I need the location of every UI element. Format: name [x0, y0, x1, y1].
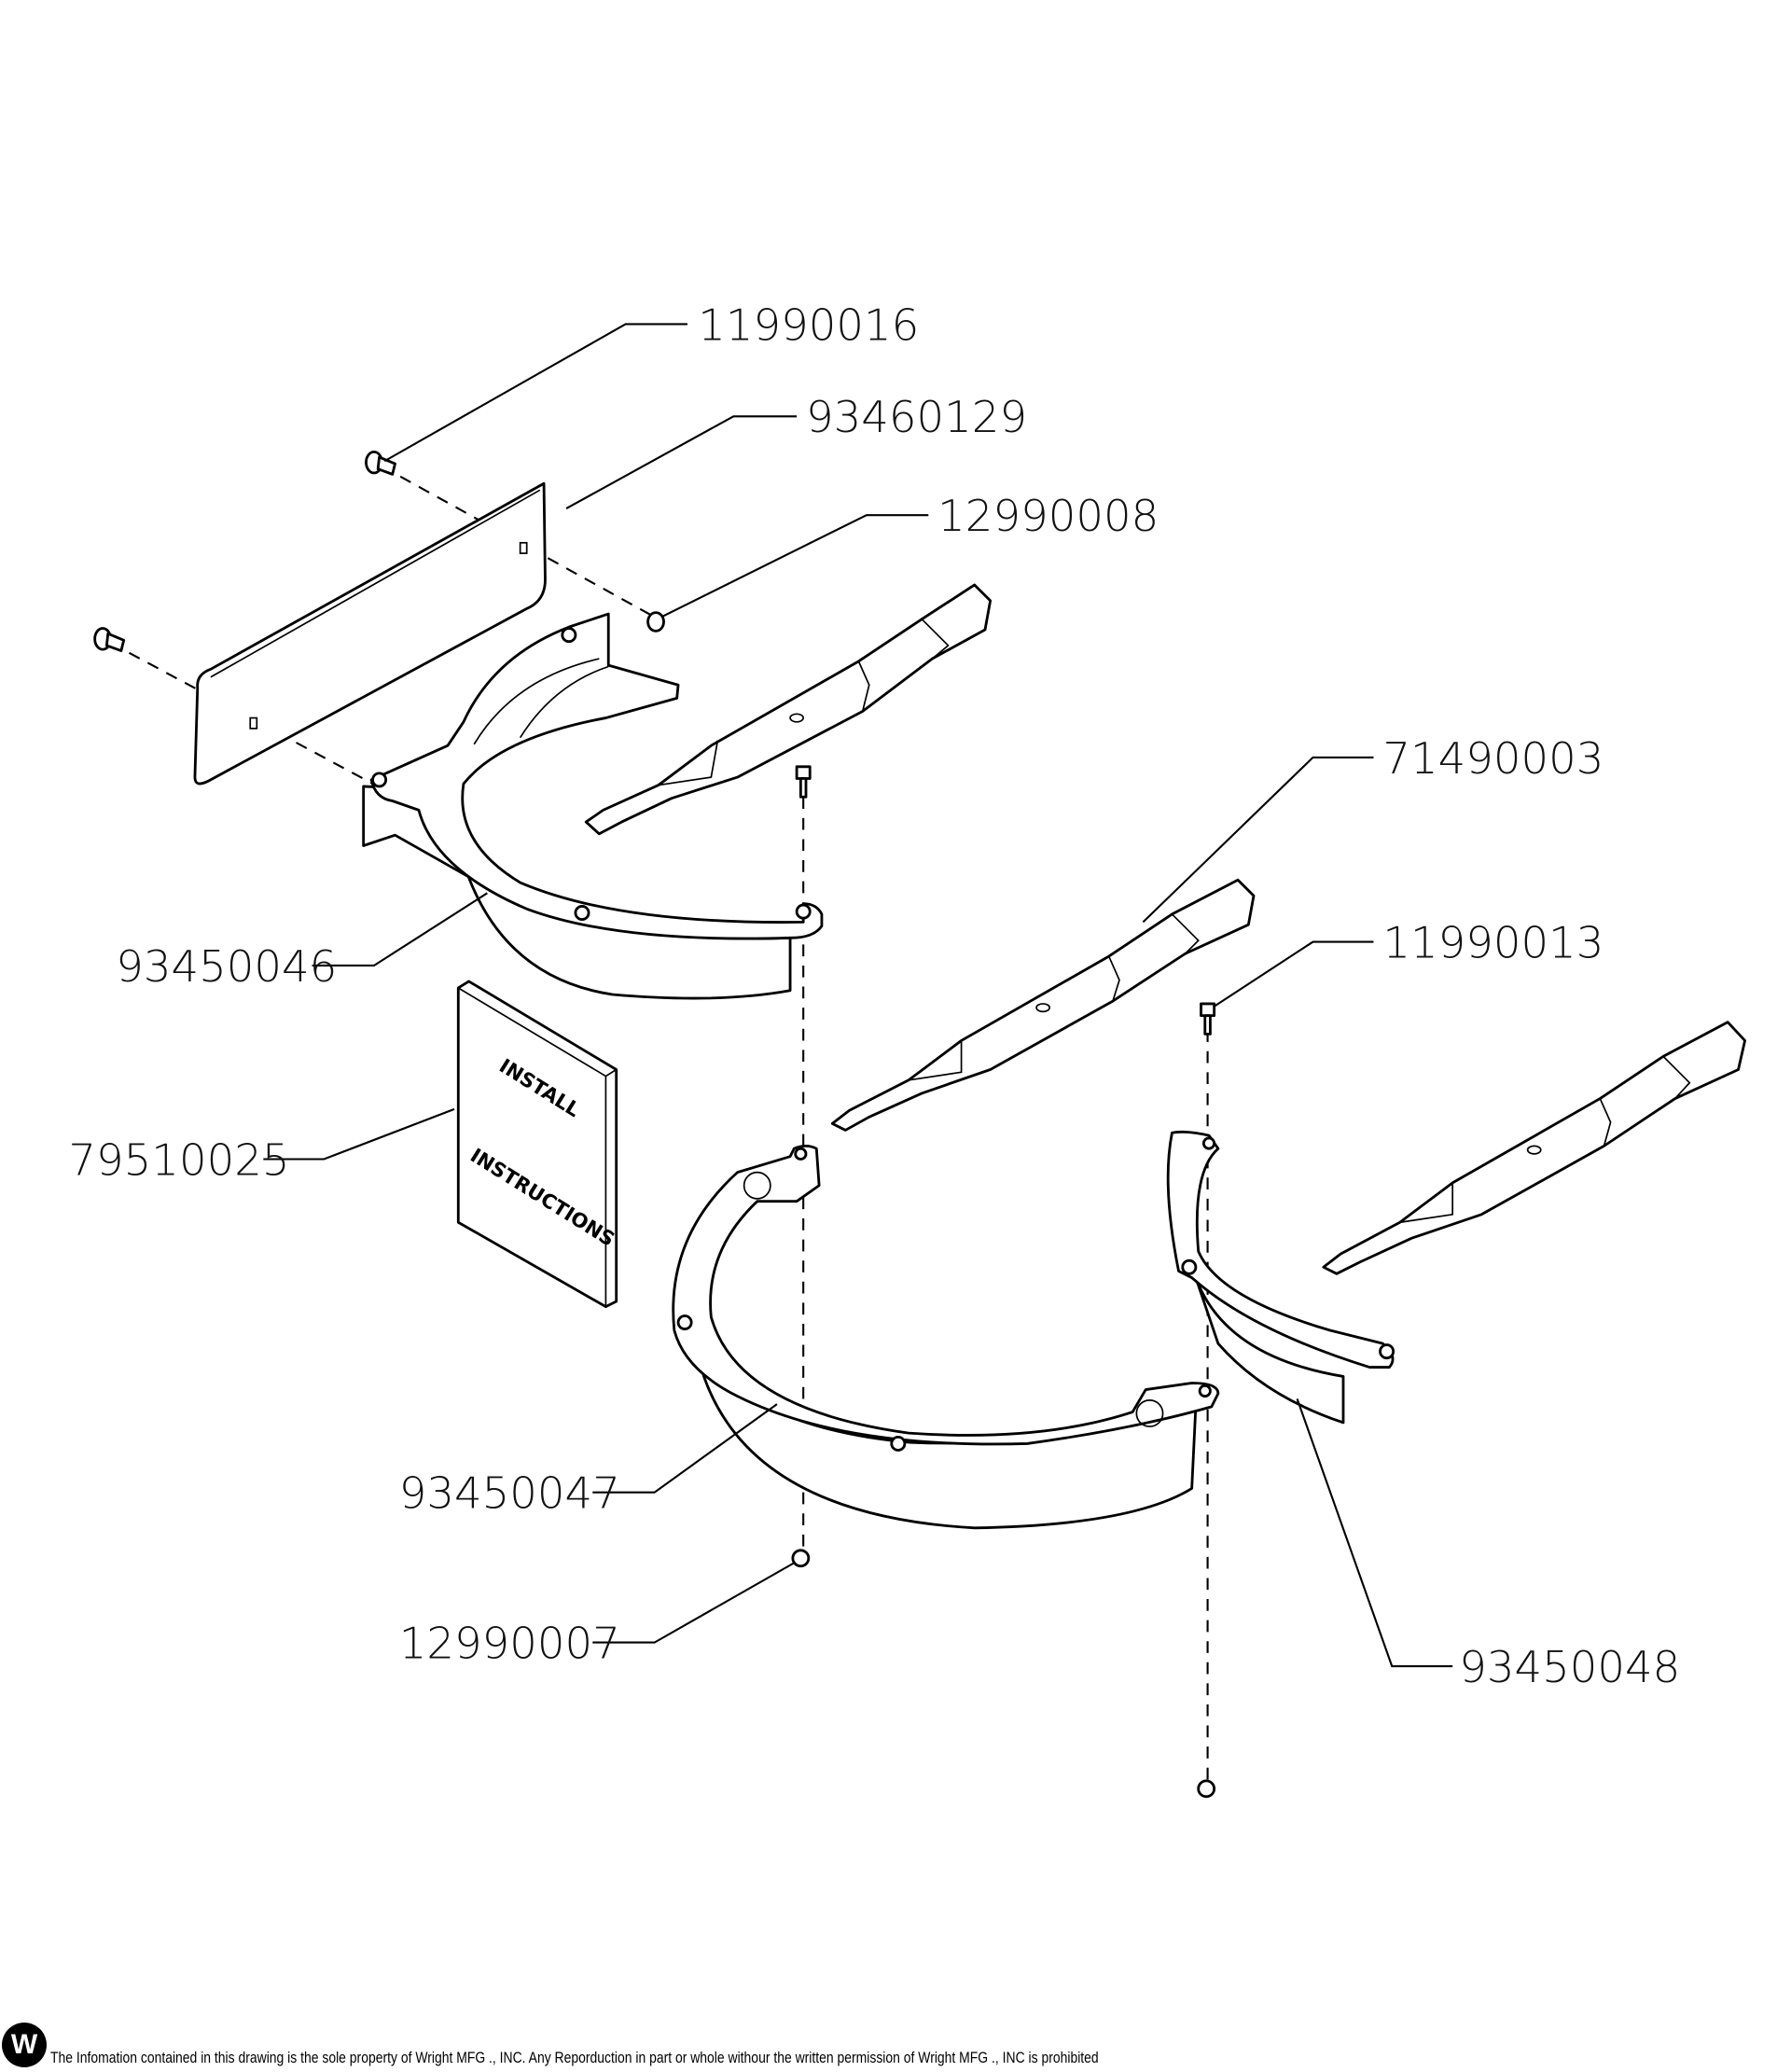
label-93460129: 93460129 — [806, 392, 1027, 442]
bolt-icon — [795, 765, 812, 799]
logo-letter: W — [10, 2029, 38, 2060]
blade-right — [1322, 1021, 1747, 1275]
baffle-93450046 — [362, 612, 824, 1000]
label-79510025: 79510025 — [68, 1134, 289, 1185]
label-71490003: 71490003 — [1382, 733, 1604, 784]
flange-nut-icon — [1197, 1779, 1216, 1799]
copyright-notice: The Infomation contained in this drawing… — [50, 2049, 1099, 2066]
carriage-bolt-icon — [93, 627, 126, 652]
baffle-93450048 — [1166, 1130, 1395, 1425]
label-93450048: 93450048 — [1459, 1642, 1680, 1692]
deflector-plate — [193, 481, 547, 786]
carriage-bolt-icon — [365, 450, 396, 476]
label-11990013: 11990013 — [1382, 918, 1604, 968]
bolt-icon — [1200, 1002, 1216, 1036]
flange-nut-icon — [791, 1549, 811, 1568]
hardware — [93, 450, 1216, 1799]
label-12990008: 12990008 — [937, 491, 1159, 541]
flange-nut-icon — [646, 611, 665, 633]
label-11990016: 11990016 — [698, 299, 919, 350]
blade-middle — [830, 878, 1256, 1132]
blade-top — [584, 583, 993, 836]
label-93450046: 93450046 — [116, 941, 337, 992]
baffle-93450047 — [672, 1144, 1220, 1530]
label-93450047: 93450047 — [399, 1468, 620, 1519]
wright-logo: W — [2, 2023, 47, 2067]
install-instructions-book: INSTALL INSTRUCTIONS — [456, 980, 619, 1309]
leader-lines — [263, 323, 1453, 1668]
part-labels: 11990016 93460129 12990008 71490003 1199… — [68, 299, 1680, 1692]
label-12990007: 12990007 — [399, 1619, 620, 1669]
